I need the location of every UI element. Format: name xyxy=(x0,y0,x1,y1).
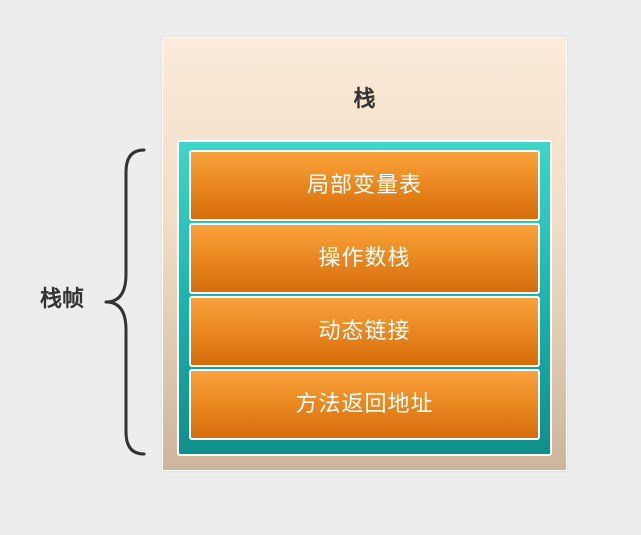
curly-brace-icon xyxy=(104,148,146,456)
stack-panel: 栈 局部变量表 操作数栈 动态链接 方法返回地址 xyxy=(162,37,567,471)
stack-title: 栈 xyxy=(353,87,376,112)
frame-item-local-variables: 局部变量表 xyxy=(189,150,540,221)
stack-frame-label: 栈帧 xyxy=(40,287,85,312)
frame-item-operand-stack: 操作数栈 xyxy=(189,223,540,294)
stack-frame-box: 局部变量表 操作数栈 动态链接 方法返回地址 xyxy=(177,140,552,456)
frame-item-dynamic-linking: 动态链接 xyxy=(189,296,540,367)
frame-item-return-address: 方法返回地址 xyxy=(189,369,540,440)
